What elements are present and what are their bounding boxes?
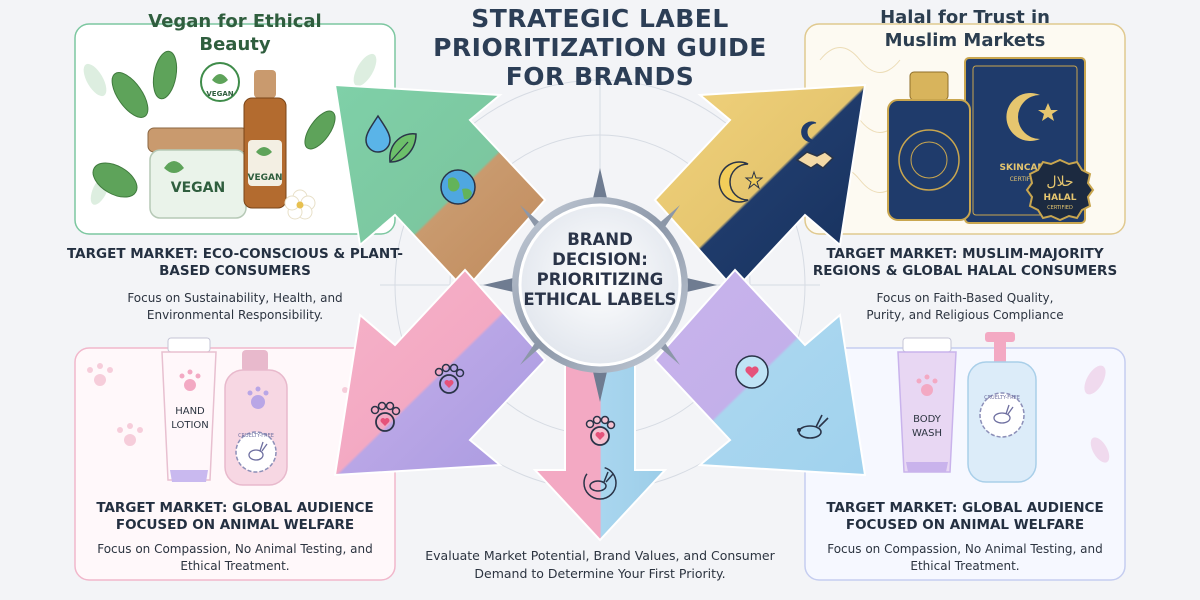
jar-label: VEGAN [171, 180, 225, 196]
box-label: SKINCARE [1000, 163, 1051, 173]
hub-label: Brand Decision: Prioritizing Ethical Lab… [523, 230, 677, 309]
halal-title: Halal for Trust in Muslim Markets [880, 7, 1050, 51]
cruelty-right-products: BODY WASH CRUELTY-FREE [897, 332, 1037, 483]
tube-label-3: BODY [913, 414, 942, 425]
vegan-focus: Focus on Sustainability, Health, and Env… [127, 291, 343, 322]
globe-icon [440, 169, 476, 205]
arrow-bottom [532, 359, 668, 542]
cruelty-left-products: HAND LOTION CRUELTY-FREE [161, 337, 288, 486]
cruelty-right-target: Target Market: Global Audience Focused o… [826, 500, 1104, 533]
badge-label: VEGAN [206, 90, 233, 98]
seal-label: HALAL [1044, 193, 1077, 203]
cruelty-right-focus: Focus on Compassion, No Animal Testing, … [827, 542, 1103, 573]
compass-hub [483, 168, 717, 402]
cruelty-left-focus: Focus on Compassion, No Animal Testing, … [97, 542, 373, 573]
cruelty-seal-label-right: CRUELTY-FREE [984, 395, 1020, 401]
vegan-title: Vegan for Ethical Beauty [148, 11, 322, 55]
halal-products: SKINCARE CERTIFIED حلال HALAL CERTIFIED [887, 57, 1095, 224]
bottom-note: Evaluate Market Potential, Brand Values,… [425, 548, 775, 581]
paw-heart-icon-2 [434, 363, 465, 394]
leaf-icon [389, 133, 417, 163]
globe-heart-icon [735, 355, 769, 389]
box-sublabel: CERTIFIED [1010, 176, 1041, 183]
small-crescent-icon [801, 121, 817, 143]
water-drop-icon [365, 114, 391, 153]
halal-target: Target Market: Muslim-Majority Regions &… [812, 246, 1118, 279]
tube-label-1: HAND [175, 406, 205, 417]
seal-sublabel: CERTIFIED [1047, 205, 1073, 211]
crescent-star-icon [718, 161, 764, 203]
vegan-target: Target Market: Eco-Conscious & Plant-Bas… [67, 246, 403, 279]
cruelty-left-target: Target Market: Global Audience Focused o… [96, 500, 374, 533]
seal-script: حلال [1046, 174, 1073, 190]
cruelty-seal-label-left: CRUELTY-FREE [238, 433, 274, 439]
tube-label-4: WASH [912, 428, 942, 439]
arrow-cruelty-left [333, 268, 547, 477]
halal-seal-icon: حلال HALAL CERTIFIED [1025, 158, 1095, 222]
tube-label-2: LOTION [171, 420, 209, 431]
rabbit-icon [797, 414, 829, 439]
flower-icon [284, 189, 316, 220]
halal-focus: Focus on Faith-Based Quality, Purity, an… [866, 291, 1064, 322]
arrow-halal [653, 83, 867, 292]
cruelty-right-panel [804, 347, 1126, 581]
plant-leaves [92, 50, 336, 198]
rabbit-circle-icon [583, 466, 617, 500]
paw-heart-icon-3 [585, 415, 616, 446]
page-title: Strategic Label Prioritization Guide for… [433, 4, 767, 91]
bottle-label: VEGAN [248, 173, 283, 183]
handshake-icon [795, 151, 835, 169]
paw-heart-icon [370, 401, 401, 432]
vegan-products: VEGAN VEGAN VEGAN [92, 50, 336, 220]
